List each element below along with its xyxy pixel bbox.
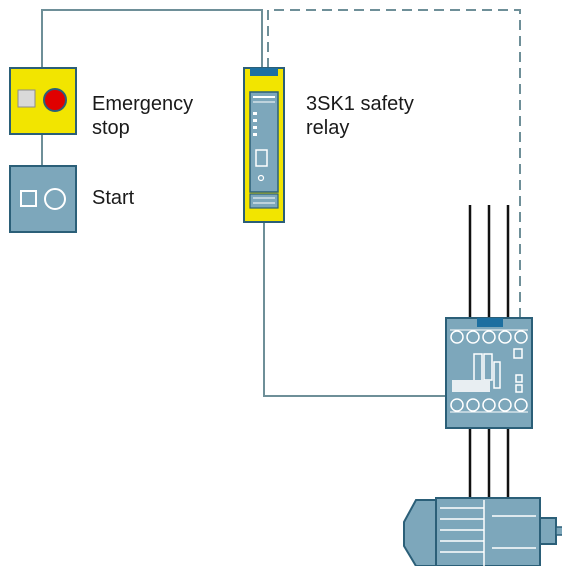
feedback-dashed-line bbox=[267, 9, 521, 318]
emergency-stop-label-line2: stop bbox=[92, 117, 130, 139]
power-lines bbox=[468, 205, 510, 498]
emergency-stop-label-line1: Emergency bbox=[92, 93, 194, 115]
start-label: Start bbox=[92, 187, 135, 209]
safety-relay-label-line2: relay bbox=[306, 117, 350, 139]
start-button-icon bbox=[9, 165, 77, 233]
motor-icon bbox=[403, 497, 562, 567]
safety-relay-icon bbox=[243, 67, 285, 223]
emergency-stop-label: Emergency stop bbox=[92, 92, 193, 140]
emergency-stop-button-icon bbox=[9, 67, 77, 135]
contactor-icon bbox=[445, 317, 533, 429]
safety-relay-label: 3SK1 safety relay bbox=[306, 92, 414, 140]
control-wiring bbox=[41, 9, 446, 397]
safety-relay-label-line1: 3SK1 safety bbox=[306, 93, 414, 115]
